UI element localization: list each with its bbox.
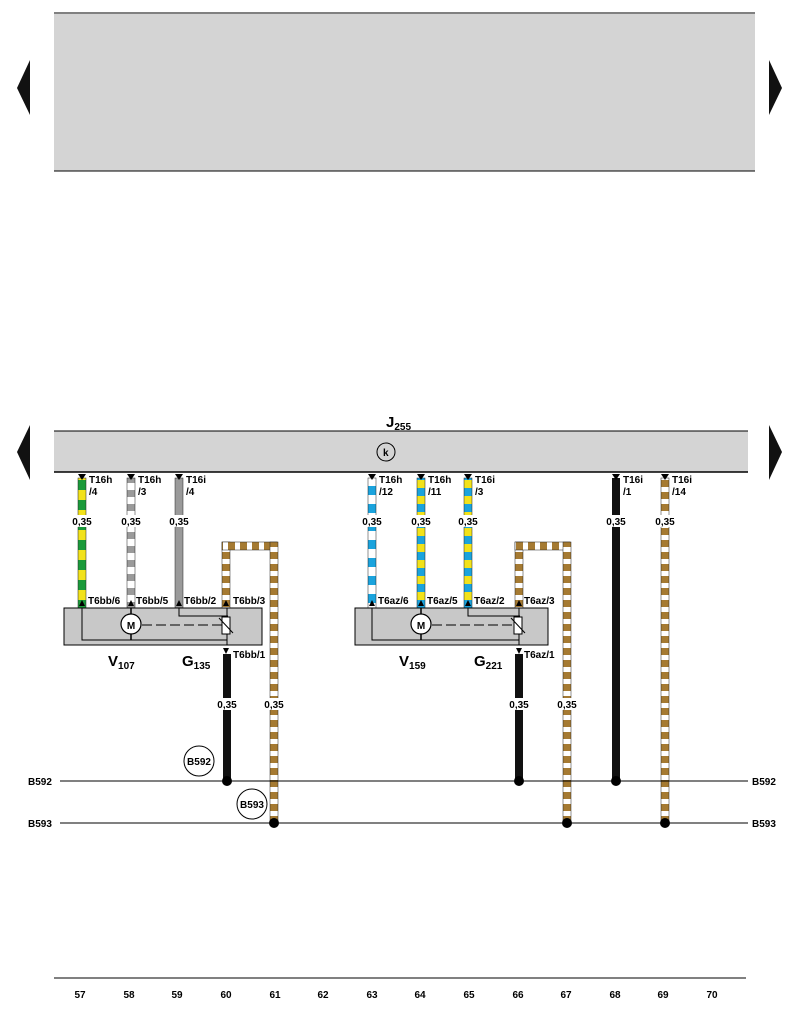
connector-label-right-1: T6az/6	[378, 596, 409, 607]
wire-black-68	[612, 478, 620, 781]
footer-col-61: 61	[269, 990, 281, 1001]
junction-dots	[222, 776, 670, 828]
footer-col-60: 60	[220, 990, 232, 1001]
wire-grey-white-1	[126, 477, 136, 609]
svg-text:k: k	[383, 448, 389, 459]
svg-text:B592: B592	[187, 757, 211, 768]
page-forward-arrow-icon[interactable]	[769, 60, 782, 115]
component-box-v159-g221	[354, 607, 549, 646]
gauge-label-4: 0,35	[362, 517, 382, 528]
gauge-label-8: 0,35	[655, 517, 675, 528]
gauge-label-lower-1: 0,35	[217, 700, 237, 711]
bus-label-b593-left: B593	[28, 819, 52, 830]
wire-grey-1	[174, 477, 184, 609]
footer-col-66: 66	[512, 990, 524, 1001]
footer-col-62: 62	[317, 990, 329, 1001]
connector-label-right-2: T6az/5	[427, 596, 458, 607]
svg-text:M: M	[127, 621, 135, 632]
box-connector-arrows	[79, 600, 522, 654]
component-label-g221: G221	[474, 653, 503, 672]
gauge-label-3: 0,35	[169, 517, 189, 528]
lambda-control-icon: k	[376, 442, 396, 462]
control-unit-label: J255	[386, 414, 411, 433]
wire-brown-white-69	[660, 477, 670, 824]
page-forward-arrow-icon-2[interactable]	[769, 425, 782, 480]
pin-label-4: T16h	[379, 475, 402, 486]
pin-num-4: /12	[379, 487, 393, 498]
gauge-label-7: 0,35	[606, 517, 626, 528]
footer-col-70: 70	[706, 990, 718, 1001]
top-connector-arrows	[78, 474, 669, 480]
control-unit-j255	[54, 430, 748, 473]
wire-yellow-blue-2	[463, 477, 473, 609]
gauge-label-lower-3: 0,35	[509, 700, 529, 711]
wire-yellow-blue-1	[416, 477, 426, 609]
component-label-g135: G135	[182, 653, 211, 672]
svg-text:M: M	[417, 621, 425, 632]
connector-label-right-3: T6az/2	[474, 596, 505, 607]
bus-label-b592-left: B592	[28, 777, 52, 788]
connector-label-left-5: T6bb/1	[233, 650, 266, 661]
component-label-v159: V159	[399, 653, 426, 672]
footer-col-67: 67	[560, 990, 572, 1001]
component-label-v107: V107	[108, 653, 135, 672]
footer-col-59: 59	[171, 990, 183, 1001]
previous-page-panel	[54, 12, 755, 172]
gauge-label-5: 0,35	[411, 517, 431, 528]
footer-col-69: 69	[657, 990, 669, 1001]
gauge-label-2: 0,35	[121, 517, 141, 528]
footer-col-65: 65	[463, 990, 475, 1001]
bus-label-b592-right: B592	[752, 777, 776, 788]
page-back-arrow-icon[interactable]	[17, 60, 30, 115]
pin-num-6: /3	[475, 487, 484, 498]
wire-green-yellow-1	[77, 477, 87, 609]
wire-black-60	[223, 654, 231, 781]
connector-label-left-2: T6bb/5	[136, 596, 169, 607]
connection-point-b593: B593	[236, 788, 268, 820]
pin-label-3: T16i	[186, 475, 206, 486]
wire-blue-white-1	[367, 477, 377, 609]
motor-icon-v107: M	[120, 613, 142, 635]
pin-label-8: T16i	[672, 475, 692, 486]
footer-col-68: 68	[609, 990, 621, 1001]
page-back-arrow-icon-2[interactable]	[17, 425, 30, 480]
pin-num-1: /4	[89, 487, 98, 498]
footer-col-57: 57	[74, 990, 86, 1001]
connector-label-left-3: T6bb/2	[184, 596, 217, 607]
bus-label-b593-right: B593	[752, 819, 776, 830]
connector-label-right-4: T6az/3	[524, 596, 555, 607]
gauge-label-1: 0,35	[72, 517, 92, 528]
pin-label-1: T16h	[89, 475, 112, 486]
connector-label-left-1: T6bb/6	[88, 596, 121, 607]
pin-label-5: T16h	[428, 475, 451, 486]
pin-label-2: T16h	[138, 475, 161, 486]
gauge-label-6: 0,35	[458, 517, 478, 528]
pin-num-2: /3	[138, 487, 147, 498]
wire-black-66	[515, 654, 523, 781]
gauge-label-lower-4: 0,35	[557, 700, 577, 711]
motor-icon-v159: M	[410, 613, 432, 635]
pin-num-8: /14	[672, 487, 686, 498]
pin-num-7: /1	[623, 487, 632, 498]
component-box-v107-g135	[63, 607, 263, 646]
gauge-label-lower-2: 0,35	[264, 700, 284, 711]
footer-col-58: 58	[123, 990, 135, 1001]
connector-label-right-5: T6az/1	[524, 650, 555, 661]
pin-label-6: T16i	[475, 475, 495, 486]
footer-col-64: 64	[414, 990, 426, 1001]
pin-num-5: /11	[428, 487, 442, 498]
pin-num-3: /4	[186, 487, 195, 498]
footer-col-63: 63	[366, 990, 378, 1001]
connection-point-b592: B592	[183, 745, 215, 777]
pin-label-7: T16i	[623, 475, 643, 486]
connector-label-left-4: T6bb/3	[233, 596, 266, 607]
svg-text:B593: B593	[240, 800, 264, 811]
